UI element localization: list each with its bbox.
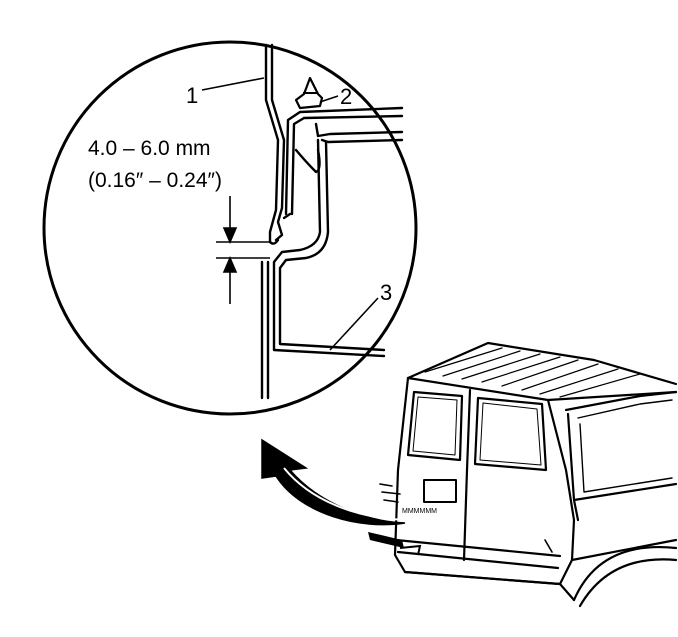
van-roof-ribs: [424, 347, 641, 398]
van-plate-lettering: MMMMMM: [402, 508, 437, 515]
body-roof-flange: [284, 106, 404, 216]
body-inner-vertical: [272, 138, 386, 358]
door-hem: [268, 212, 292, 245]
van-rear-body: [393, 376, 576, 586]
seal-cross-section: [260, 43, 404, 400]
van-side-window: [564, 390, 678, 522]
body-upper-panel: [314, 122, 404, 138]
van-door-split: [462, 388, 472, 562]
callout-label-3: 3: [380, 280, 392, 305]
van-side-lower: [558, 538, 678, 602]
van-left-window: [406, 390, 464, 462]
gap-dimension-indicator: [216, 196, 270, 304]
door-outer-panel-inner: [270, 43, 286, 242]
van-right-window: [473, 396, 548, 472]
body-inner-vertical-2: [278, 140, 386, 352]
location-bracket: [399, 544, 422, 556]
location-arrow-small: [368, 532, 404, 548]
body-roof-flange-inner: [290, 114, 404, 216]
callout-label-1: 1: [186, 83, 198, 108]
van-bumper: [394, 538, 562, 586]
van-right-window-inner: [479, 402, 542, 466]
van-wheel-arch: [572, 546, 678, 608]
gap-dimension-imperial: (0.16″ – 0.24″): [88, 169, 222, 192]
callout-label-2: 2: [340, 84, 352, 109]
leader-line-3: [329, 297, 379, 351]
van-rear-illustration: [379, 341, 678, 608]
van-tail-light: [379, 483, 401, 503]
detail-pointer-arrow-body: [283, 467, 406, 521]
body-upper-panel-2: [320, 138, 404, 144]
door-outer-panel: [264, 43, 280, 244]
van-door-handle: [544, 539, 553, 553]
van-left-window-inner: [412, 396, 458, 456]
van-side-window-frame: [577, 399, 673, 493]
gap-dimension-metric: 4.0 – 6.0 mm: [88, 137, 211, 160]
leader-line-1: [201, 77, 265, 91]
door-lower-panel: [260, 260, 270, 400]
van-license-plate: [423, 479, 457, 503]
detail-pointer-arrow: [261, 438, 406, 526]
leader-line-2: [319, 95, 339, 103]
van-roof: [406, 341, 678, 402]
